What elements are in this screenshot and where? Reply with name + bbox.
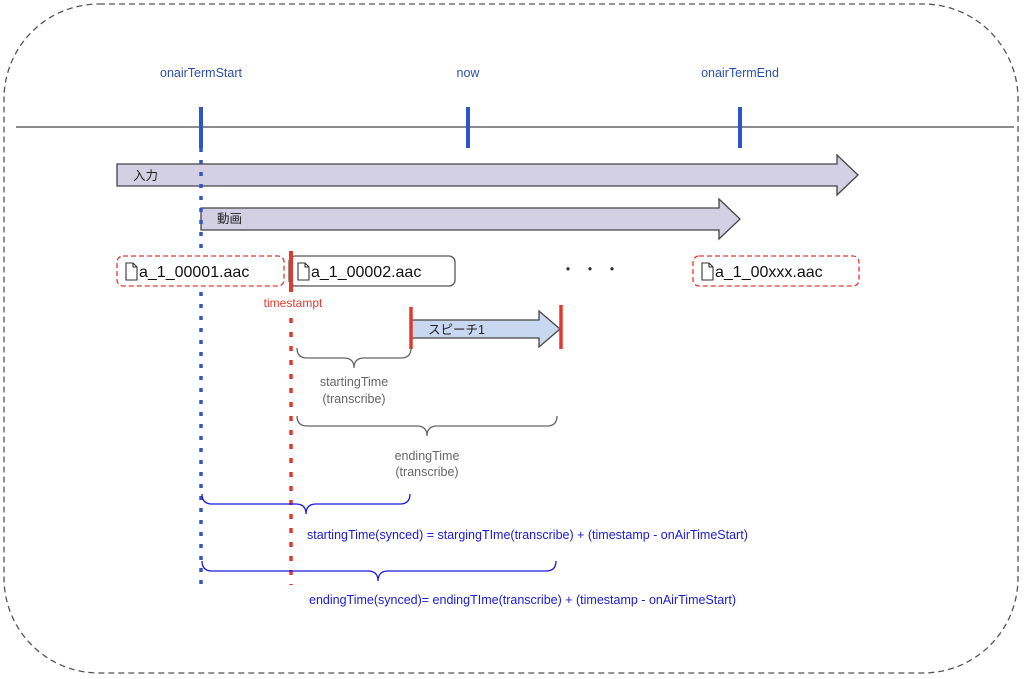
formula-ending-synced: endingTime(synced)= endingTIme(transcrib… <box>309 593 736 607</box>
outer-frame <box>3 3 1019 674</box>
marker-label-now: now <box>457 66 481 80</box>
formula-starting-synced: startingTime(synced) = stargingTIme(tran… <box>307 528 748 542</box>
files-ellipsis: ・・・ <box>560 262 626 279</box>
video-arrow <box>200 197 741 241</box>
input-arrow <box>116 153 859 197</box>
speech-arrow-label: スピーチ1 <box>428 323 485 337</box>
marker-label-onair-start: onairTermStart <box>160 66 242 80</box>
input-arrow-label: 入力 <box>133 169 158 183</box>
starting-transcribe-label-line2: (transcribe) <box>322 392 385 406</box>
video-arrow-label: 動画 <box>217 212 242 226</box>
file-name-1: a_1_00001.aac <box>139 264 249 281</box>
speech-arrow <box>410 309 561 349</box>
brace-starting-synced <box>201 493 411 515</box>
file-box-3 <box>692 255 860 287</box>
brace-ending-synced <box>201 560 557 582</box>
file-icon <box>125 262 138 281</box>
file-icon <box>297 262 310 281</box>
starting-transcribe-label-line1: startingTime <box>320 375 388 389</box>
file-icon <box>701 262 714 281</box>
file-name-2: a_1_00002.aac <box>311 264 421 281</box>
marker-label-onair-end: onairTermEnd <box>701 66 779 80</box>
timestamp-label: timestampt <box>264 296 323 310</box>
file-box-1 <box>116 255 285 287</box>
ending-transcribe-label-line1: endingTime <box>395 449 460 463</box>
ending-transcribe-label-line2: (transcribe) <box>395 465 458 479</box>
brace-ending-transcribe <box>296 415 558 437</box>
brace-starting-transcribe <box>296 347 412 369</box>
file-name-3: a_1_00xxx.aac <box>715 264 823 281</box>
